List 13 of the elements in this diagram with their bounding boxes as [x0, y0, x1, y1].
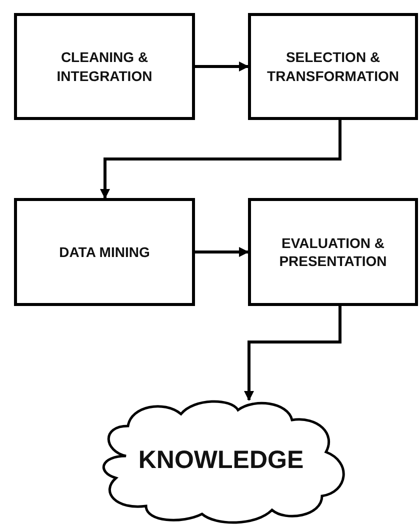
arrow — [195, 62, 249, 72]
node-label: SELECTION & TRANSFORMATION — [266, 48, 400, 85]
process-box — [248, 13, 418, 120]
node-label: EVALUATION & PRESENTATION — [278, 234, 388, 270]
arrow — [100, 120, 342, 199]
node-label: DATA MINING — [58, 242, 151, 262]
process-box — [14, 13, 195, 120]
process-box — [14, 198, 195, 306]
arrow — [195, 247, 249, 257]
node-label: KNOWLEDGE — [137, 444, 305, 476]
process-box — [248, 198, 418, 306]
arrow — [244, 306, 342, 401]
node-label: CLEANING & INTEGRATION — [56, 48, 154, 85]
